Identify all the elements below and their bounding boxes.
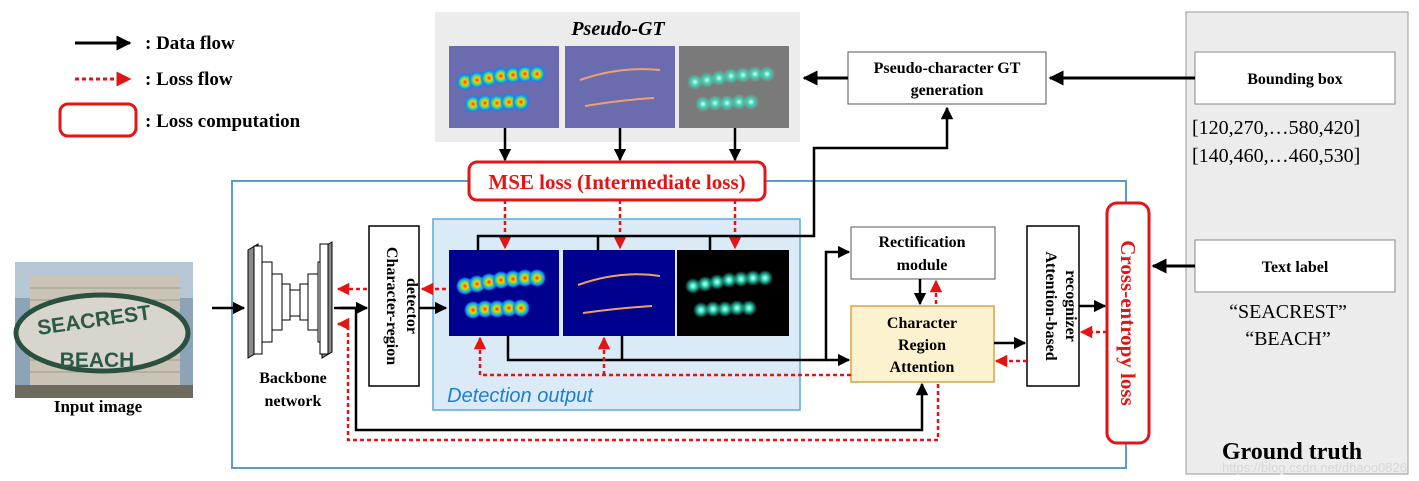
heatmap-blob <box>757 270 773 286</box>
detection-character-map <box>677 250 789 336</box>
rectification-label-line2: module <box>897 257 948 274</box>
heatmap-blob <box>512 93 530 111</box>
sign-bottom-text: BEACH <box>60 349 135 372</box>
bounding-box-box <box>1194 51 1396 105</box>
heatmap-blob <box>747 66 763 82</box>
backbone-network <box>247 241 333 359</box>
heatmap-blob <box>759 66 775 82</box>
bbox-value-2: [140,460,…460,530] <box>1192 145 1360 167</box>
ground-truth-panel: Bounding box [120,270,…580,420] [140,460… <box>1185 11 1409 475</box>
legend-loss-flow-label: : Loss flow <box>145 69 233 90</box>
backbone-label-line1: Backbone <box>259 370 327 387</box>
pseudo-character-gt-line1: Pseudo-character GT <box>874 60 1021 77</box>
attention-recognizer-box <box>1026 225 1080 387</box>
pseudo-gt-panel: Pseudo-GT <box>435 12 800 142</box>
heatmap-blob <box>528 269 546 287</box>
legend: : Data flow : Loss flow : Loss computati… <box>58 33 301 138</box>
heatmap-blob <box>528 65 546 83</box>
pseudo-character-gt-box <box>847 51 1047 105</box>
heatmap-blob <box>743 94 759 110</box>
pseudo-region-heatmap <box>449 46 559 128</box>
character-region-attention-box <box>850 305 995 383</box>
ground-truth-title: Ground truth <box>1222 439 1362 465</box>
rectification-label-line1: Rectification <box>878 234 965 251</box>
flow-backbone-to-cra <box>340 306 929 432</box>
detection-output-label: Detection output <box>447 385 594 407</box>
detection-region-heatmap <box>449 250 559 336</box>
heatmap-blob <box>741 300 757 316</box>
heatmap-blob <box>705 301 721 317</box>
loss-cra-to-maps <box>473 336 851 377</box>
heatmap-blob <box>721 272 737 288</box>
heatmap-blob <box>729 300 745 316</box>
pseudo-character-map <box>679 46 789 128</box>
mse-loss-label: MSE loss (Intermediate loss) <box>488 170 745 194</box>
text-value-1: “SEACREST” <box>1229 301 1347 323</box>
legend-loss-computation-label: : Loss computation <box>145 111 301 132</box>
heatmap-blob <box>685 278 701 294</box>
text-label-label: Text label <box>1262 259 1329 276</box>
detector-label-line1: Character-region <box>383 247 400 365</box>
flow-maps-to-pseudo-gen <box>476 106 954 250</box>
heatmap-blob <box>709 274 725 290</box>
bounding-box-label: Bounding box <box>1247 71 1343 88</box>
cra-label-line1: Character <box>887 315 957 332</box>
heatmap-blob <box>719 95 735 111</box>
bbox-value-1: [120,270,…580,420] <box>1192 117 1360 139</box>
cra-label-line3: Attention <box>890 359 955 376</box>
watermark: https://blog.csdn.net/dhaoo0826 <box>1221 460 1407 475</box>
heatmap-blob <box>512 299 530 317</box>
text-value-2: “BEACH” <box>1245 328 1331 350</box>
cross-entropy-loss-label: Cross-entropy loss <box>1116 240 1140 406</box>
heatmap-blob <box>695 96 711 112</box>
character-region-detector-box <box>368 225 420 387</box>
detection-affinity-map <box>563 250 675 336</box>
cra-label-line2: Region <box>898 337 946 354</box>
mse-loss-box <box>467 160 767 202</box>
detector-label-line2: detector <box>403 278 420 334</box>
heatmap-blob <box>717 301 733 317</box>
heatmap-blob <box>707 95 723 111</box>
legend-data-flow-label: : Data flow <box>145 33 235 54</box>
heatmap-blob <box>745 270 761 286</box>
heatmap-blob <box>733 271 749 287</box>
pseudo-character-gt-line2: generation <box>911 82 984 99</box>
recognizer-label-line1: Attention-based <box>1042 251 1059 360</box>
input-image-label: Input image <box>54 397 143 416</box>
pseudo-affinity-map <box>565 46 675 128</box>
heatmap-blob <box>687 74 703 90</box>
pseudo-gt-title: Pseudo-GT <box>570 18 665 40</box>
heatmap-blob <box>723 68 739 84</box>
cross-entropy-loss-box <box>1105 201 1151 445</box>
recognizer-label-line2: recognizer <box>1062 270 1079 342</box>
legend-loss-box <box>58 102 138 138</box>
rectification-module-box <box>850 226 996 280</box>
heatmap-blob <box>735 67 751 83</box>
heatmap-blob <box>699 72 715 88</box>
heatmap-blob <box>711 70 727 86</box>
input-image: SEACREST BEACH <box>13 262 193 398</box>
heatmap-blob <box>693 302 709 318</box>
loss-cra-to-backbone <box>336 317 940 442</box>
heatmap-blob <box>731 94 747 110</box>
heatmap-blob <box>697 276 713 292</box>
backbone-label-line2: network <box>265 393 322 410</box>
